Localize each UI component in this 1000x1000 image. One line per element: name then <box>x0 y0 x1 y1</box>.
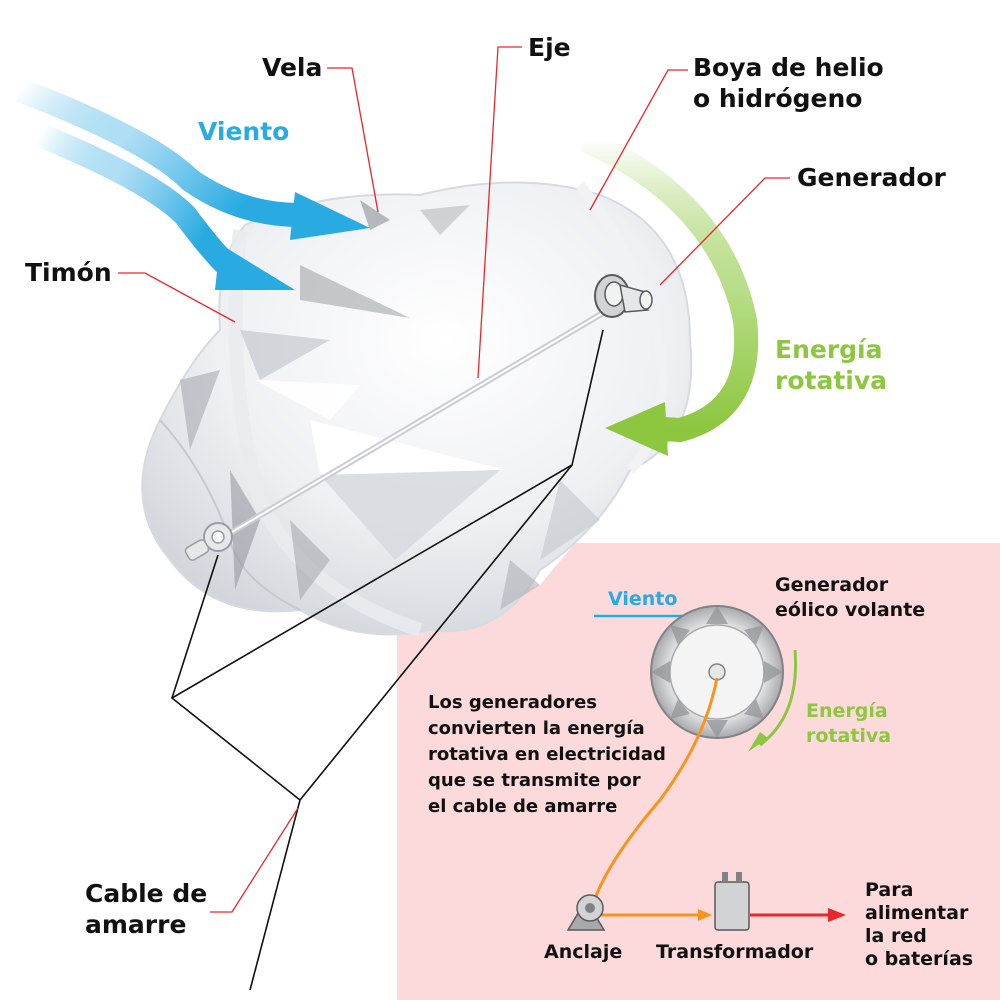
label-rotational-energy-line1: Energía <box>775 335 883 364</box>
inset-label-anchor: Anclaje <box>544 941 623 963</box>
helium-buoy <box>141 181 693 637</box>
label-sail: Vela <box>262 53 323 82</box>
inset-explanation-line: rotativa en electricidad <box>428 744 666 765</box>
inset-explanation-line: el cable de amarre <box>428 796 618 817</box>
inset-label-grid-line: alimentar <box>865 902 969 924</box>
label-buoy-line2: o hidrógeno <box>693 84 863 113</box>
inset-panel <box>397 543 1000 1000</box>
inset-label-transformer: Transformador <box>656 941 814 963</box>
inset-explanation: Los generadores convierten la energía ro… <box>428 690 666 820</box>
label-buoy-line1: Boya de helio <box>693 53 884 82</box>
inset-label-grid-line: o baterías <box>865 948 974 970</box>
label-tether-line1: Cable de <box>85 879 208 908</box>
label-rotational-energy: Energía rotativa <box>775 334 887 396</box>
inset-rotation-arrow <box>748 649 798 752</box>
inset-label-grid-line: Para <box>865 879 914 901</box>
inset-label-wind: Viento <box>608 588 678 610</box>
label-buoy: Boya de helio o hidrógeno <box>693 52 884 114</box>
label-rotational-energy-line2: rotativa <box>775 366 888 395</box>
wind-arrows <box>15 78 370 290</box>
output-arrow <box>828 908 846 922</box>
tether-cable <box>170 329 604 991</box>
power-cable <box>588 677 719 917</box>
inset-label-rotational-energy-line2: rotativa <box>806 725 892 747</box>
label-generator: Generador <box>797 163 946 192</box>
rotation-arrow <box>580 129 759 456</box>
generator <box>594 274 653 318</box>
label-rudder: Timón <box>25 258 112 287</box>
inset-label-rotational-energy: Energía rotativa <box>806 699 891 749</box>
transformer <box>714 872 750 931</box>
inset-label-flying-generator-line2: eólico volante <box>775 599 926 621</box>
leader-lines <box>118 46 790 913</box>
label-tether: Cable de amarre <box>85 878 207 940</box>
inset-label-grid-line: la red <box>865 925 927 947</box>
label-wind: Viento <box>198 117 290 146</box>
inset-label-flying-generator-line1: Generador <box>775 574 889 596</box>
label-axle: Eje <box>528 33 571 62</box>
inset-explanation-line: convierten la energía <box>428 718 645 739</box>
inset-explanation-line: Los generadores <box>428 692 598 713</box>
inset-explanation-line: que se transmite por <box>428 770 641 791</box>
inset-label-grid: Para alimentar la red o baterías <box>865 879 973 971</box>
label-tether-line2: amarre <box>85 910 187 939</box>
flying-wind-generator <box>650 605 784 739</box>
power-arrow <box>698 909 712 921</box>
rear-bearing <box>184 522 233 561</box>
anchor <box>566 894 606 931</box>
inset-label-flying-generator: Generador eólico volante <box>775 573 925 623</box>
inset-label-rotational-energy-line1: Energía <box>806 700 888 722</box>
